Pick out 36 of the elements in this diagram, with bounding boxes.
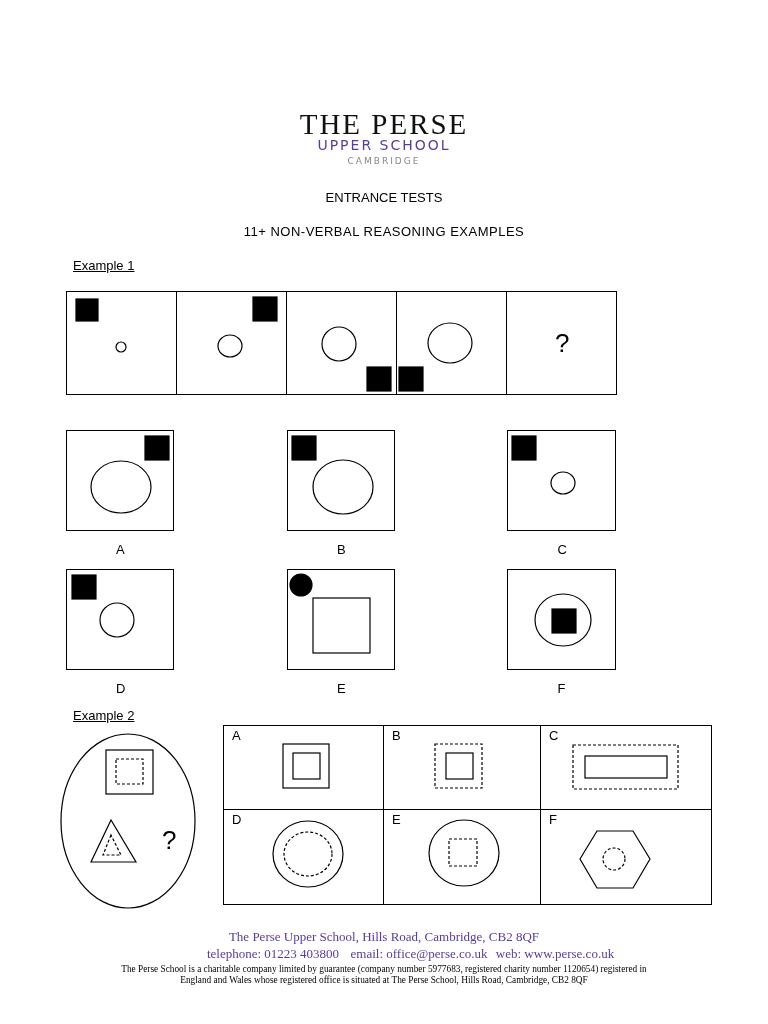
option-letter: D <box>116 681 126 696</box>
example-heading: Example 1 <box>73 258 135 273</box>
page-subheading: 11+ NON-VERBAL REASONING EXAMPLES <box>243 224 525 239</box>
answer-cell <box>540 725 712 810</box>
question-mark: ? <box>555 328 570 359</box>
option-letter: F <box>549 812 557 827</box>
telephone-number: telephone: 01223 403800 <box>206 946 340 962</box>
option-letter: B <box>337 542 346 557</box>
sequence-panel <box>286 291 397 395</box>
option-letter: E <box>392 812 401 827</box>
sequence-panel <box>506 291 617 395</box>
legal-notice: The Perse School is a charitable company limited by guarantee (company number 5977683, registered charity number 1120654) registered in England and Wales whose registered office is situated at The Perse School, Hills Road, Cambridge, CB2 8QF <box>120 964 648 986</box>
web-address: web: www.perse.co.uk <box>495 946 615 962</box>
email-address: email: office@perse.co.uk <box>350 946 488 962</box>
page-heading: ENTRANCE TESTS <box>325 190 443 205</box>
answer-cell <box>223 725 384 810</box>
option-letter: B <box>392 728 401 743</box>
option-letter: A <box>232 728 241 743</box>
option-letter: E <box>337 681 346 696</box>
option-letter: D <box>232 812 242 827</box>
school-name: THE PERSE <box>299 108 469 140</box>
question-mark: ? <box>162 825 177 856</box>
oval-frame <box>60 733 196 909</box>
option-letter: A <box>116 542 125 557</box>
sequence-panel <box>66 291 177 395</box>
answer-cell <box>223 809 384 905</box>
sequence-panel <box>176 291 287 395</box>
option-letter: C <box>557 542 567 557</box>
option-letter: C <box>549 728 559 743</box>
option-letter: F <box>557 681 566 696</box>
example-heading: Example 2 <box>73 708 135 723</box>
answer-cell <box>540 809 712 905</box>
school-location: CAMBRIDGE <box>347 156 421 166</box>
address-line: The Perse Upper School, Hills Road, Cambridge, CB2 8QF <box>228 929 540 945</box>
sequence-panel <box>396 291 507 395</box>
school-subtitle: UPPER SCHOOL <box>317 137 451 153</box>
